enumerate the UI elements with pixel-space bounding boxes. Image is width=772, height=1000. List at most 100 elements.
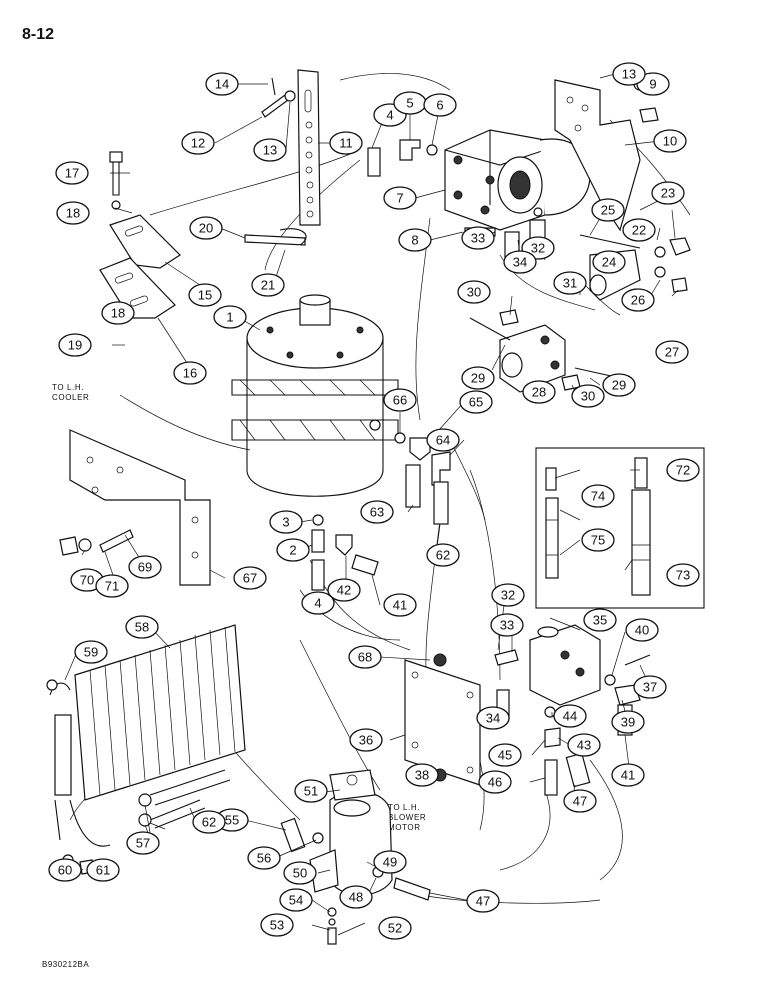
callout-bubble: [426, 428, 460, 452]
callout-bubble: [423, 93, 457, 117]
callout-57: 57: [126, 831, 160, 855]
callout-number: 59: [84, 645, 98, 660]
callout-36: 36: [349, 728, 383, 752]
callout-bubble: [348, 645, 382, 669]
callout-bubble: [294, 779, 328, 803]
note-to-blower-motor: TO L.H. BLOWER MOTOR: [388, 803, 426, 833]
washer-part-13: [284, 90, 296, 102]
callout-bubble: [491, 583, 525, 607]
bracket-part-10: [554, 79, 641, 232]
callout-12: 12: [181, 131, 215, 155]
callout-number: 24: [602, 255, 616, 270]
callout-bubble: [581, 484, 615, 508]
callout-bubble: [86, 858, 120, 882]
callout-number: 15: [198, 288, 212, 303]
callout-bubble: [360, 500, 394, 524]
callout-bubble: [373, 850, 407, 874]
note-line: TO L.H.: [388, 803, 421, 812]
hoses-55-57-62: [138, 769, 231, 829]
bolt-part-17: [109, 151, 123, 210]
callout-number: 23: [661, 186, 675, 201]
callout-53: 53: [260, 913, 294, 937]
callout-bubble: [269, 510, 303, 534]
callout-41: 41: [611, 763, 645, 787]
callout-29: 29: [461, 366, 495, 390]
callout-bubble: [553, 704, 587, 728]
callout-bubble: [125, 615, 159, 639]
callout-number: 50: [293, 866, 307, 881]
callout-number: 73: [676, 568, 690, 583]
callout-17: 17: [55, 161, 89, 185]
callout-bubble: [461, 226, 495, 250]
callout-number: 21: [261, 278, 275, 293]
callout-number: 64: [436, 433, 450, 448]
callout-bubble: [56, 201, 90, 225]
callout-72: 72: [666, 458, 700, 482]
callout-bubble: [666, 458, 700, 482]
callout-59: 59: [74, 640, 108, 664]
callout-number: 32: [531, 241, 545, 256]
callout-number: 18: [111, 306, 125, 321]
note-line: TO L.H.: [52, 383, 85, 392]
callout-1: 1: [213, 305, 247, 329]
callout-45: 45: [488, 743, 522, 767]
callout-number: 27: [665, 345, 679, 360]
callout-37: 37: [633, 675, 667, 699]
callout-6: 6: [423, 93, 457, 117]
callout-number: 35: [593, 613, 607, 628]
callout-number: 55: [225, 813, 239, 828]
callout-21: 21: [251, 273, 285, 297]
callout-number: 29: [471, 371, 485, 386]
callout-number: 49: [383, 855, 397, 870]
callout-number: 9: [649, 77, 656, 92]
callout-bubble: [95, 574, 129, 598]
valve-part-35: [494, 624, 651, 796]
callout-43: 43: [567, 733, 601, 757]
callout-bubble: [181, 131, 215, 155]
callout-number: 14: [215, 77, 229, 92]
callout-11: 11: [329, 131, 363, 155]
callout-20: 20: [189, 216, 223, 240]
callout-number: 11: [339, 136, 353, 151]
callout-number: 65: [469, 395, 483, 410]
callout-22: 22: [622, 218, 656, 242]
hydraulic-motor-part-7: [444, 129, 591, 231]
callout-bubble: [58, 333, 92, 357]
callout-number: 31: [563, 276, 577, 291]
callout-32: 32: [491, 583, 525, 607]
callout-47: 47: [563, 789, 597, 813]
callout-bubble: [503, 250, 537, 274]
callout-66: 66: [383, 388, 417, 412]
callout-25: 25: [591, 198, 625, 222]
callout-2: 2: [276, 538, 310, 562]
callout-44: 44: [553, 704, 587, 728]
note-line: BLOWER: [388, 813, 427, 822]
callout-bubble: [247, 846, 281, 870]
callout-number: 29: [612, 378, 626, 393]
callout-70: 70: [70, 568, 104, 592]
callout-bubble: [653, 129, 687, 153]
callout-bubble: [339, 885, 373, 909]
callout-29: 29: [602, 373, 636, 397]
callout-bubble: [567, 733, 601, 757]
callout-bubble: [522, 380, 556, 404]
callout-30: 30: [457, 280, 491, 304]
callout-bubble: [622, 218, 656, 242]
callout-number: 2: [289, 543, 296, 558]
callout-63: 63: [360, 500, 394, 524]
callout-bubble: [571, 384, 605, 408]
callout-bubble: [478, 770, 512, 794]
callout-bubble: [349, 728, 383, 752]
callout-50: 50: [283, 861, 317, 885]
callout-bubble: [276, 538, 310, 562]
callout-bubble: [466, 889, 500, 913]
callout-34: 34: [503, 250, 537, 274]
callout-27: 27: [655, 340, 689, 364]
callout-bubble: [260, 913, 294, 937]
callout-number: 26: [631, 293, 645, 308]
callout-number: 36: [359, 733, 373, 748]
callout-bubble: [279, 888, 313, 912]
callout-number: 72: [676, 463, 690, 478]
callout-40: 40: [625, 618, 659, 642]
